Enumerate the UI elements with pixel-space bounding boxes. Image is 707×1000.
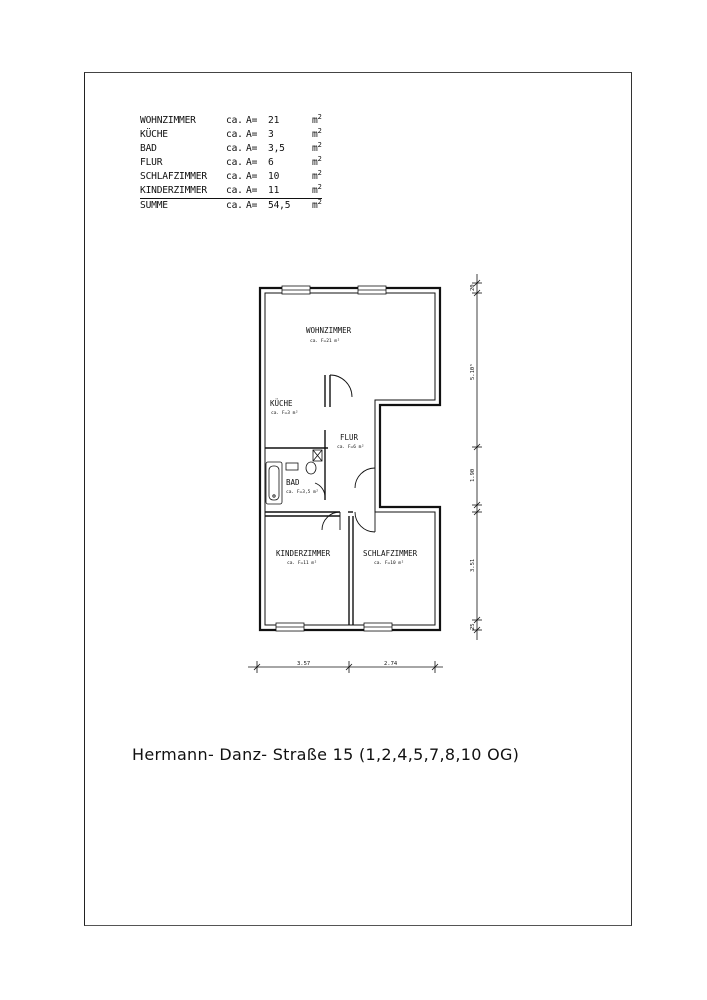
bathtub-drain-icon (272, 494, 276, 498)
area-row-kinderzimmer: KINDERZIMMER ca. A= 11 m2 (140, 184, 322, 199)
dim-slash (473, 289, 481, 297)
area-unit: m2 (312, 155, 322, 169)
vertical-dimension (472, 274, 482, 640)
dim-label-right: 2.74 (384, 661, 398, 667)
room-labels: WOHNZIMMER ca. F=21 m² KÜCHE ca. F=3 m² … (270, 326, 418, 566)
area-schlafzimmer: ca. F=10 m² (374, 560, 404, 566)
doors (314, 374, 376, 533)
area-row-kueche: KÜCHE ca. A= 3 m2 (140, 128, 322, 142)
area-row-summe: SUMME ca. A= 54,5 m2 (140, 199, 322, 214)
outer-walls (258, 286, 442, 632)
area-kinderzimmer: ca. F=11 m² (287, 560, 317, 566)
label-kueche: KÜCHE (270, 399, 293, 408)
shaft-box (312, 449, 323, 462)
room-name: BAD (140, 143, 157, 154)
label-kinderzimmer: KINDERZIMMER (276, 549, 331, 558)
area-value: 11 (268, 184, 312, 199)
dim-slash (345, 663, 353, 671)
bathtub-basin (268, 465, 280, 501)
shaft-cross (312, 449, 323, 462)
area-value: 6 (268, 157, 274, 168)
area-row-bad: BAD ca. A= 3,5 m2 (140, 142, 322, 156)
dim-slash (473, 616, 481, 624)
area-row-flur: FLUR ca. A= 6 m2 (140, 156, 322, 170)
interior-walls (265, 375, 354, 625)
door-swing-bad (314, 482, 326, 499)
door-swing-kinderzimmer (321, 511, 341, 531)
vertical-dimension-labels: 20 5.10⁵ 1.90 3.51 25 (469, 284, 476, 630)
ca-label: ca. (226, 143, 243, 154)
area-flur: ca. F=6 m² (337, 444, 364, 450)
area-prefix: A= (246, 157, 258, 168)
bathroom-fixtures (265, 449, 323, 505)
address-caption: Hermann- Danz- Straße 15 (1,2,4,5,7,8,10… (132, 745, 520, 764)
dim-slash (473, 626, 481, 634)
area-prefix: A= (246, 200, 258, 211)
label-schlafzimmer: SCHLAFZIMMER (363, 549, 418, 558)
door-swing-flur (354, 467, 376, 489)
room-area-table: WOHNZIMMER ca. A= 21 m2 KÜCHE ca. A= 3 m… (140, 114, 322, 213)
inner-wall-line (264, 292, 436, 626)
dim-label-top: 20 (470, 284, 476, 291)
dim-label-upper: 5.10⁵ (469, 363, 476, 380)
dim-slash (431, 663, 439, 671)
outer-wall-line (258, 286, 442, 632)
area-unit: m2 (312, 127, 322, 141)
door-swing-schlafzimmer (354, 511, 376, 533)
area-bad: ca. F=3,5 m² (286, 489, 319, 495)
washbasin-icon (285, 462, 299, 471)
ca-label: ca. (226, 157, 243, 168)
area-row-wohnzimmer: WOHNZIMMER ca. A= 21 m2 (140, 114, 322, 128)
dim-label-lower: 3.51 (470, 559, 476, 572)
area-unit: m2 (312, 169, 322, 183)
label-bad: BAD (286, 478, 300, 487)
horizontal-dimension (248, 661, 443, 673)
ca-label: ca. (226, 200, 243, 211)
area-kueche: ca. F=3 m² (271, 410, 298, 416)
total-name: SUMME (140, 200, 168, 211)
label-flur: FLUR (340, 433, 359, 442)
room-name: FLUR (140, 157, 163, 168)
area-unit: m2 (312, 184, 322, 199)
area-prefix: A= (246, 115, 258, 126)
ca-label: ca. (226, 115, 243, 126)
room-name: KINDERZIMMER (140, 184, 226, 199)
ca-label: ca. (226, 184, 246, 199)
windows (275, 285, 393, 632)
dim-slash (473, 508, 481, 516)
ca-label: ca. (226, 171, 243, 182)
area-unit: m2 (312, 198, 322, 212)
area-value: 10 (268, 171, 280, 182)
room-name: SCHLAFZIMMER (140, 171, 207, 182)
area-row-schlafzimmer: SCHLAFZIMMER ca. A= 10 m2 (140, 170, 322, 184)
area-value: 21 (268, 115, 280, 126)
label-wohnzimmer: WOHNZIMMER (306, 326, 352, 335)
area-prefix: A= (246, 184, 268, 199)
area-value: 3,5 (268, 143, 285, 154)
area-prefix: A= (246, 129, 258, 140)
area-wohnzimmer: ca. F=21 m² (310, 338, 340, 344)
dim-slash (473, 501, 481, 509)
area-value: 3 (268, 129, 274, 140)
room-name: KÜCHE (140, 129, 168, 140)
door-swing-wohnzimmer (329, 374, 353, 398)
room-name: WOHNZIMMER (140, 115, 196, 126)
area-unit: m2 (312, 141, 322, 155)
dim-label-left: 3.57 (297, 661, 310, 667)
dim-slash (253, 663, 261, 671)
drawing-sheet-frame (84, 72, 632, 926)
dim-label-middle: 1.90 (470, 469, 476, 482)
dim-slash (473, 279, 481, 287)
total-value: 54,5 (268, 200, 291, 211)
toilet-icon (305, 461, 317, 475)
dim-slash (473, 443, 481, 451)
area-prefix: A= (246, 171, 258, 182)
area-unit: m2 (312, 113, 322, 127)
dim-label-bottom: 25 (470, 623, 476, 630)
ca-label: ca. (226, 129, 243, 140)
bathtub-outline (265, 461, 283, 505)
horizontal-dimension-labels: 3.57 2.74 (297, 661, 398, 667)
area-prefix: A= (246, 143, 258, 154)
